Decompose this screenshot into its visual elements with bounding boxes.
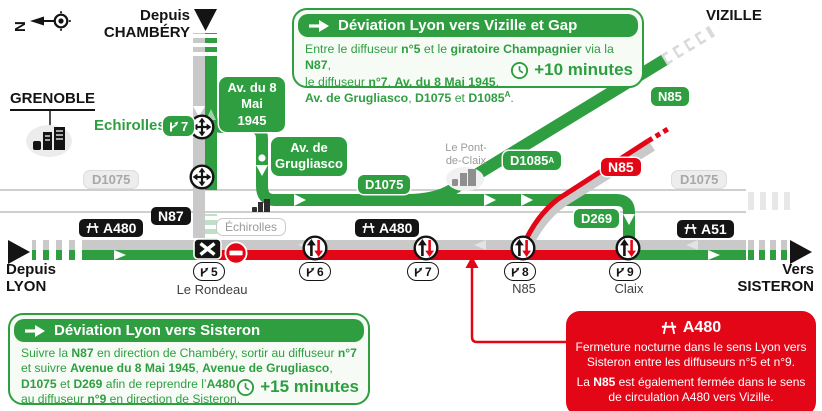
closure-pointer [465, 256, 567, 344]
arrow-to-sisteron [790, 240, 812, 264]
no-entry-icon [224, 241, 248, 265]
exit-8-name: N85 [512, 281, 536, 296]
road-a480 [32, 239, 790, 261]
direction-to-sisteron: Vers SISTERON [737, 261, 814, 295]
road-fades [191, 25, 716, 66]
diffuseur-8-icon [510, 235, 536, 261]
road-label-d269: D269 [574, 209, 620, 228]
motorway-icon [661, 322, 676, 334]
exit-badge-7: 7 [407, 262, 439, 281]
direction-from-lyon: Depuis LYON [6, 261, 57, 295]
city-vizille: VIZILLE [706, 7, 762, 24]
exit-5-name: Le Rondeau [176, 282, 248, 297]
motorway-icon [684, 224, 697, 234]
pont-de-claix-icon [446, 167, 484, 191]
deviation-vizille-delay-text: +10 minutes [534, 60, 633, 79]
deviation-sisteron-header: Déviation Lyon vers Sisteron [14, 319, 364, 342]
direction-from-chambery: Depuis CHAMBÉRY [103, 7, 190, 41]
exit-echirolles-label: Echirolles [94, 117, 166, 134]
exit-7-green-badge: 7 [163, 116, 195, 136]
arrow-right-icon [309, 19, 329, 32]
road-label-d1075-left: D1075 [83, 170, 140, 189]
place-pont-de-claix: Le Pont- de-Claix [445, 142, 487, 167]
closure-line1: Fermeture nocturne dans le sens Lyon ver… [575, 340, 807, 369]
clock-icon [237, 378, 255, 396]
exit-ramp-icon [200, 267, 209, 277]
deviation-box-sisteron: Déviation Lyon vers Sisteron Suivre la N… [8, 313, 370, 406]
city-grenoble: GRENOBLE [10, 90, 96, 111]
route-deviation-green [205, 33, 670, 246]
diffuseur-9-icon [615, 235, 641, 261]
exit-ramp-icon [170, 121, 179, 132]
closure-road-label: A480 [682, 319, 722, 336]
deviation-box-vizille: Déviation Lyon vers Vizille et Gap Entre… [292, 8, 644, 105]
exit-ramp-icon [616, 267, 625, 277]
deviation-vizille-header: Déviation Lyon vers Vizille et Gap [298, 14, 638, 37]
exit-badge-8: 8 [504, 262, 536, 281]
deviation-sisteron-body: Suivre la N87 en direction de Chambéry, … [21, 346, 357, 407]
d1085-base: D1085 [510, 153, 549, 168]
exit-9-number: 9 [627, 264, 634, 279]
arrow-right-icon [25, 324, 45, 337]
compass-icon: N [12, 11, 71, 32]
street-av-8-mai: Av. du 8 Mai 1945 [219, 77, 285, 132]
deviation-sisteron-title: Déviation Lyon vers Sisteron [54, 322, 261, 339]
roundabout-rondeau-icon [189, 164, 215, 190]
exit-5-number: 5 [211, 264, 218, 279]
closed-junction-icon [193, 238, 222, 260]
exit-8-number: 8 [522, 264, 529, 279]
road-label-a480-mid: A480 [355, 219, 420, 237]
motorway-icon [86, 223, 99, 233]
exit-ramp-icon [414, 267, 423, 277]
closure-title: A480 [574, 319, 808, 337]
grenoble-city-icon [26, 125, 72, 157]
exit-badge-5: 5 [193, 262, 225, 281]
a51-text: A51 [701, 221, 727, 237]
exit-ramp-icon [306, 267, 315, 277]
exit-7-number: 7 [425, 264, 432, 279]
deviation-vizille-title: Déviation Lyon vers Vizille et Gap [338, 17, 578, 34]
road-label-a51: A51 [677, 220, 734, 238]
clock-icon [511, 61, 529, 79]
a480-west-text: A480 [103, 220, 137, 236]
exit-badge-6: 6 [299, 262, 331, 281]
road-label-d1075-right: D1075 [671, 170, 728, 189]
road-label-n85-deviation: N85 [651, 87, 689, 106]
deviation-vizille-delay: +10 minutes [510, 60, 633, 80]
street-av-grugliasco: Av. de Grugliasco [271, 137, 347, 176]
diffuseur-7-icon [413, 235, 439, 261]
a480-mid-text: A480 [379, 220, 413, 236]
road-label-d1075-mid: D1075 [358, 175, 411, 194]
deviation-vizille-body: Entre le diffuseur n°5 et le giratoire C… [305, 42, 614, 106]
city-grenoble-label: GRENOBLE [10, 90, 96, 111]
closure-line2: La N85 est également fermée dans le sens… [576, 375, 806, 404]
road-n85-closed [520, 126, 670, 249]
road-label-n87: N87 [151, 207, 191, 225]
road-label-a480-west: A480 [79, 219, 144, 237]
exit-7-green-number: 7 [181, 118, 189, 134]
road-label-n85-closed: N85 [601, 158, 641, 176]
diffuseur-6-icon [302, 235, 328, 261]
motorway-icon [362, 223, 375, 233]
exit-6-number: 6 [317, 264, 324, 279]
arrow-from-chambery [194, 9, 217, 31]
exit-9-name: Claix [614, 281, 644, 296]
compass-north-label: N [12, 21, 29, 32]
echirolles-town-icon [252, 199, 270, 212]
closure-box-a480: A480 Fermeture nocturne dans le sens Lyo… [566, 311, 816, 411]
arrow-from-lyon [8, 240, 30, 264]
exit-ramp-icon [511, 267, 520, 277]
interchange-7-icon [189, 114, 215, 140]
deviation-sisteron-delay-text: +15 minutes [260, 377, 359, 396]
d1085-sup: A [548, 156, 555, 165]
exit-badge-9: 9 [609, 262, 641, 281]
place-echirolles-small: Échirolles [216, 218, 287, 236]
deviation-sisteron-delay: +15 minutes [236, 377, 359, 397]
